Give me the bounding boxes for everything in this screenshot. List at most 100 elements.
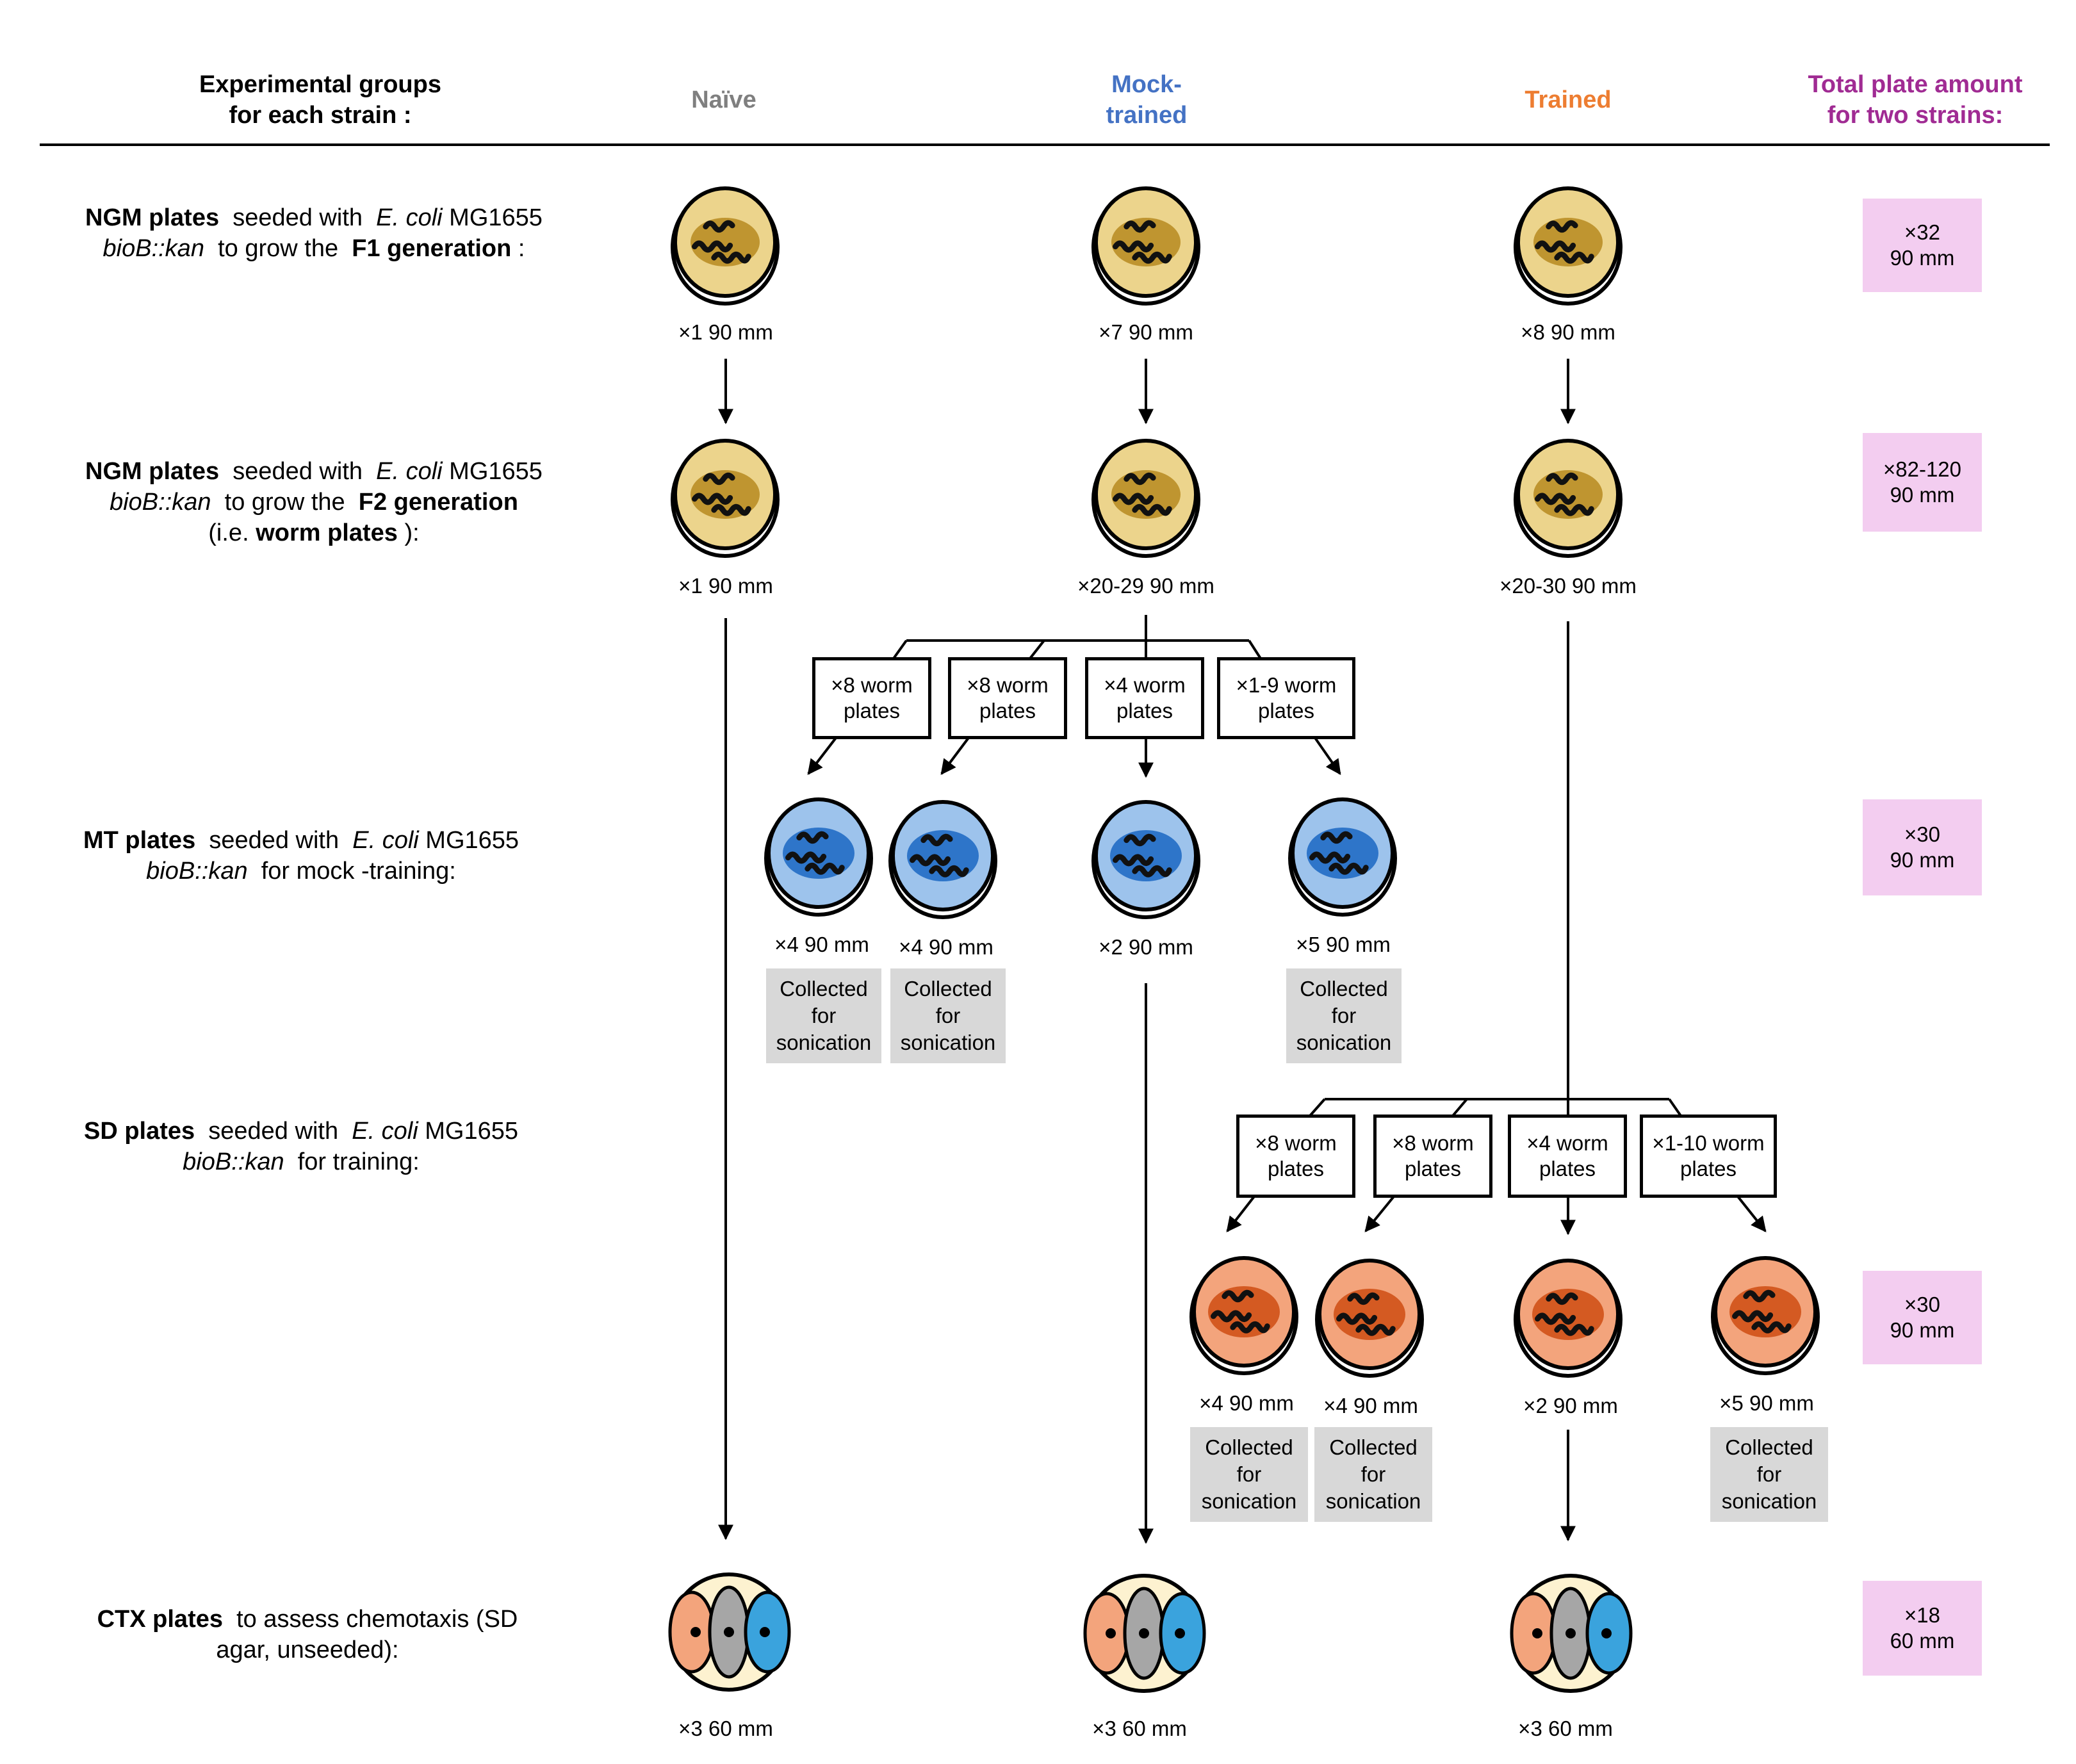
row-label-sd: SD plates seeded with E. coli MG1655 bio… (32, 1116, 570, 1177)
collected-sd-4-line1: Collected (1725, 1435, 1813, 1459)
row-sd-italic2: bioB::kan (183, 1148, 284, 1175)
row-f1-t3: to grow the (204, 235, 352, 262)
row-f2-t4: (i.e. (208, 519, 256, 546)
mock-split-4-line2: plates (1257, 699, 1315, 723)
row-f1-bold2: F1 generation (352, 235, 512, 262)
mt-plate-3 (1091, 800, 1200, 919)
row-f1-italic: E. coli (376, 204, 443, 231)
trained-split-3-line2: plates (1539, 1157, 1596, 1180)
row-sd-t1: seeded with (195, 1118, 352, 1145)
trained-split-3-line1: ×4 worm (1526, 1131, 1608, 1155)
sd-plate-1 (1189, 1256, 1298, 1375)
total-sd-line2: 90 mm (1890, 1318, 1955, 1342)
ngm-plate-f2-trained (1514, 439, 1622, 558)
total-box-ctx: ×18 60 mm (1863, 1581, 1982, 1676)
row-label-mt: MT plates seeded with E. coli MG1655 bio… (32, 825, 570, 886)
collected-sd-1-line3: sonication (1201, 1489, 1297, 1513)
row-mt-t2: MG1655 (418, 827, 519, 854)
total-box-sd: ×30 90 mm (1863, 1271, 1982, 1364)
trained-split-2-line1: ×8 worm (1392, 1131, 1474, 1155)
mt-plate-4 (1288, 797, 1397, 917)
sd-plate-3 (1514, 1259, 1622, 1378)
ngm-plate-f1-trained (1514, 186, 1622, 306)
collected-sd-1-line2: for (1236, 1462, 1262, 1486)
mock-split-4-line1: ×1-9 worm (1236, 673, 1337, 697)
arrow-mock-split-2 (940, 737, 970, 775)
collected-box-mt-1: Collected for sonication (766, 968, 881, 1063)
ngm-plate-f1-naive (671, 186, 780, 306)
row-f2-italic2: bioB::kan (110, 489, 211, 516)
caption-mt-3: ×2 90 mm (1099, 935, 1193, 959)
ngm-plate-f2-mock (1091, 439, 1200, 558)
ngm-plate-f1-mock (1091, 186, 1200, 306)
trained-split-box-2: ×8 worm plates (1373, 1115, 1492, 1198)
row-f2-bold3: worm plates (256, 519, 398, 546)
header-total-line1: Total plate amount (1808, 71, 2023, 98)
caption-sd-3: ×2 90 mm (1523, 1394, 1618, 1417)
mock-split-box-2: ×8 worm plates (948, 657, 1067, 739)
row-f1-italic2: bioB::kan (102, 235, 204, 262)
row-ctx-bold: CTX plates (97, 1606, 223, 1633)
caption-f2-mock: ×20-29 90 mm (1077, 574, 1214, 598)
header-mock-trained: Mock- trained (1083, 69, 1211, 131)
row-label-f2: NGM plates seeded with E. coli MG1655 bi… (45, 456, 583, 548)
caption-sd-2: ×4 90 mm (1323, 1394, 1418, 1417)
header-total-line2: for two strains: (1827, 102, 2004, 129)
row-f2-t5: ): (397, 519, 420, 546)
row-f2-bold2: F2 generation (358, 489, 518, 516)
collected-sd-2-line2: for (1361, 1462, 1386, 1486)
caption-ctx-trained: ×3 60 mm (1518, 1717, 1613, 1740)
row-f2-t3: to grow the (211, 489, 359, 516)
collected-sd-4-line2: for (1756, 1462, 1782, 1486)
row-f2-italic: E. coli (376, 458, 443, 485)
mt-plate-2 (888, 800, 997, 919)
collected-sd-2-line3: sonication (1325, 1489, 1421, 1513)
collected-mt-4-line3: sonication (1296, 1031, 1392, 1054)
caption-mt-1: ×4 90 mm (774, 933, 869, 956)
trained-split-box-4: ×1-10 worm plates (1640, 1115, 1777, 1198)
total-ctx-line1: ×18 (1904, 1603, 1940, 1627)
caption-ctx-mock: ×3 60 mm (1092, 1717, 1187, 1740)
ngm-plate-f2-naive (671, 439, 780, 558)
arrow-trained-split-1 (1226, 1195, 1255, 1232)
collected-mt-1-line2: for (811, 1004, 837, 1027)
collected-mt-2-line2: for (935, 1004, 961, 1027)
caption-f1-mock: ×7 90 mm (1099, 320, 1193, 344)
total-f1-line1: ×32 (1904, 220, 1940, 244)
collected-mt-4-line2: for (1331, 1004, 1357, 1027)
collected-sd-1-line1: Collected (1205, 1435, 1293, 1459)
sd-plate-2 (1315, 1259, 1424, 1378)
row-ctx-t1: to assess chemotaxis (SD (223, 1606, 518, 1633)
header-naive: Naïve (691, 86, 756, 113)
collected-box-sd-2: Collected for sonication (1314, 1427, 1432, 1522)
collected-sd-4-line3: sonication (1721, 1489, 1817, 1513)
trained-split-1-line2: plates (1267, 1157, 1325, 1180)
trained-split-4-line1: ×1-10 worm (1652, 1131, 1765, 1155)
row-mt-italic: E. coli (352, 827, 419, 854)
total-box-f1: ×32 90 mm (1863, 199, 1982, 292)
total-f2-line1: ×82-120 (1883, 457, 1962, 481)
mt-plate-1 (764, 797, 873, 917)
trained-split-4-line2: plates (1680, 1157, 1737, 1180)
arrow-trained-split-4 (1737, 1195, 1767, 1232)
collected-mt-2-line3: sonication (900, 1031, 996, 1054)
trained-split-connector (1309, 1098, 1682, 1117)
row-f1-t1: seeded with (219, 204, 377, 231)
row-label-f1: NGM plates seeded with E. coli MG1655 bi… (45, 202, 583, 264)
mock-split-box-3: ×4 worm plates (1085, 657, 1204, 739)
caption-f2-naive: ×1 90 mm (678, 574, 773, 598)
caption-f1-trained: ×8 90 mm (1521, 320, 1615, 344)
collected-mt-1-line1: Collected (780, 977, 868, 1000)
mock-split-1-line1: ×8 worm (831, 673, 913, 697)
mock-split-connector (892, 615, 1262, 660)
mock-split-box-1: ×8 worm plates (812, 657, 931, 739)
collected-mt-2-line1: Collected (904, 977, 992, 1000)
mock-split-2-line2: plates (979, 699, 1036, 723)
row-mt-bold: MT plates (83, 827, 196, 854)
row-sd-t2: MG1655 (418, 1118, 518, 1145)
header-mock-line1: Mock- (1111, 71, 1182, 98)
total-mt-line2: 90 mm (1890, 848, 1955, 872)
header-trained: Trained (1524, 86, 1612, 113)
mock-split-3-line1: ×4 worm (1104, 673, 1186, 697)
